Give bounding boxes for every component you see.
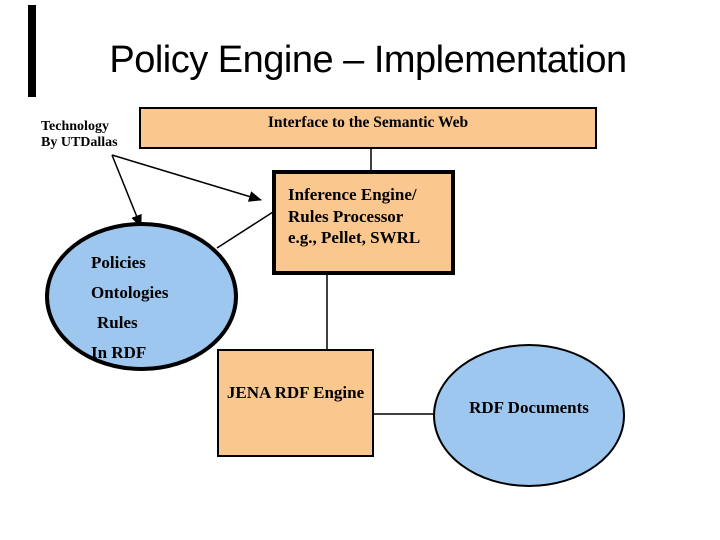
inference-box-line-2: Rules Processor: [288, 206, 404, 226]
technology-annotation: Technology By UTDallas: [41, 119, 118, 150]
policies-line-2: Ontologies: [91, 283, 169, 302]
jena-box-label: JENA RDF Engine: [226, 383, 365, 402]
policies-line-4: In RDF: [91, 343, 147, 362]
slide-title: Policy Engine – Implementation: [109, 39, 627, 81]
jena-box: JENA RDF Engine: [217, 349, 374, 457]
policies-line-1: Policies: [91, 253, 146, 272]
annotation-line-2: By UTDallas: [41, 134, 118, 150]
inference-box: Inference Engine/ Rules Processor e.g., …: [272, 170, 455, 275]
rdf-documents-ellipse: RDF Documents: [433, 344, 625, 487]
annotation-line-1: Technology: [41, 119, 109, 134]
inference-box-line-3: e.g., Pellet, SWRL: [288, 228, 421, 247]
policies-ellipse: Policies Ontologies Rules In RDF: [45, 222, 238, 371]
left-edge-bar: [28, 5, 36, 97]
connector-policies-to-inference: [216, 211, 274, 249]
rdf-documents-label: RDF Documents: [469, 397, 589, 417]
arrow-annotation-to-inference: [111, 154, 262, 202]
policies-line-3: Rules: [97, 313, 138, 332]
interface-box: Interface to the Semantic Web: [139, 107, 597, 149]
arrow-annotation-to-policies: [111, 154, 142, 228]
interface-box-label: Interface to the Semantic Web: [267, 114, 469, 131]
policies-ellipse-text: Policies Ontologies Rules In RDF: [91, 248, 168, 368]
inference-box-line-1: Inference Engine/: [288, 185, 417, 204]
